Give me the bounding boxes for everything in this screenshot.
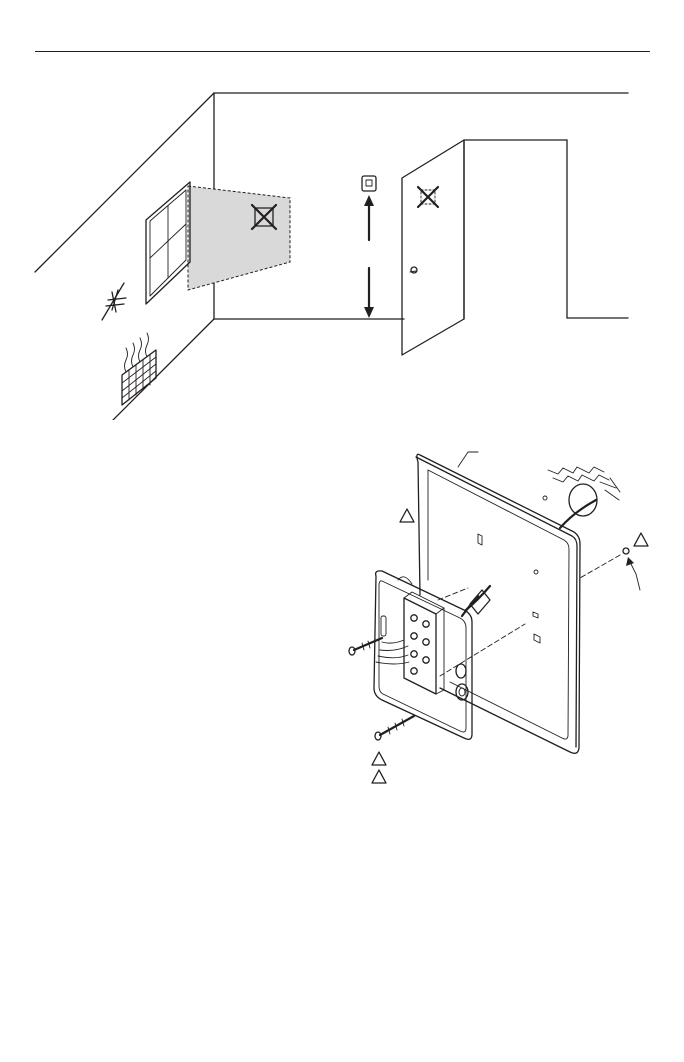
alignment-lines [438,588,525,676]
wallplate-leader [458,452,478,467]
wallplate [416,454,580,753]
callout-triangle-icon [372,509,648,783]
mounting-subbase [374,571,472,739]
anchor-icon [580,548,640,590]
wall-opening [548,467,620,528]
